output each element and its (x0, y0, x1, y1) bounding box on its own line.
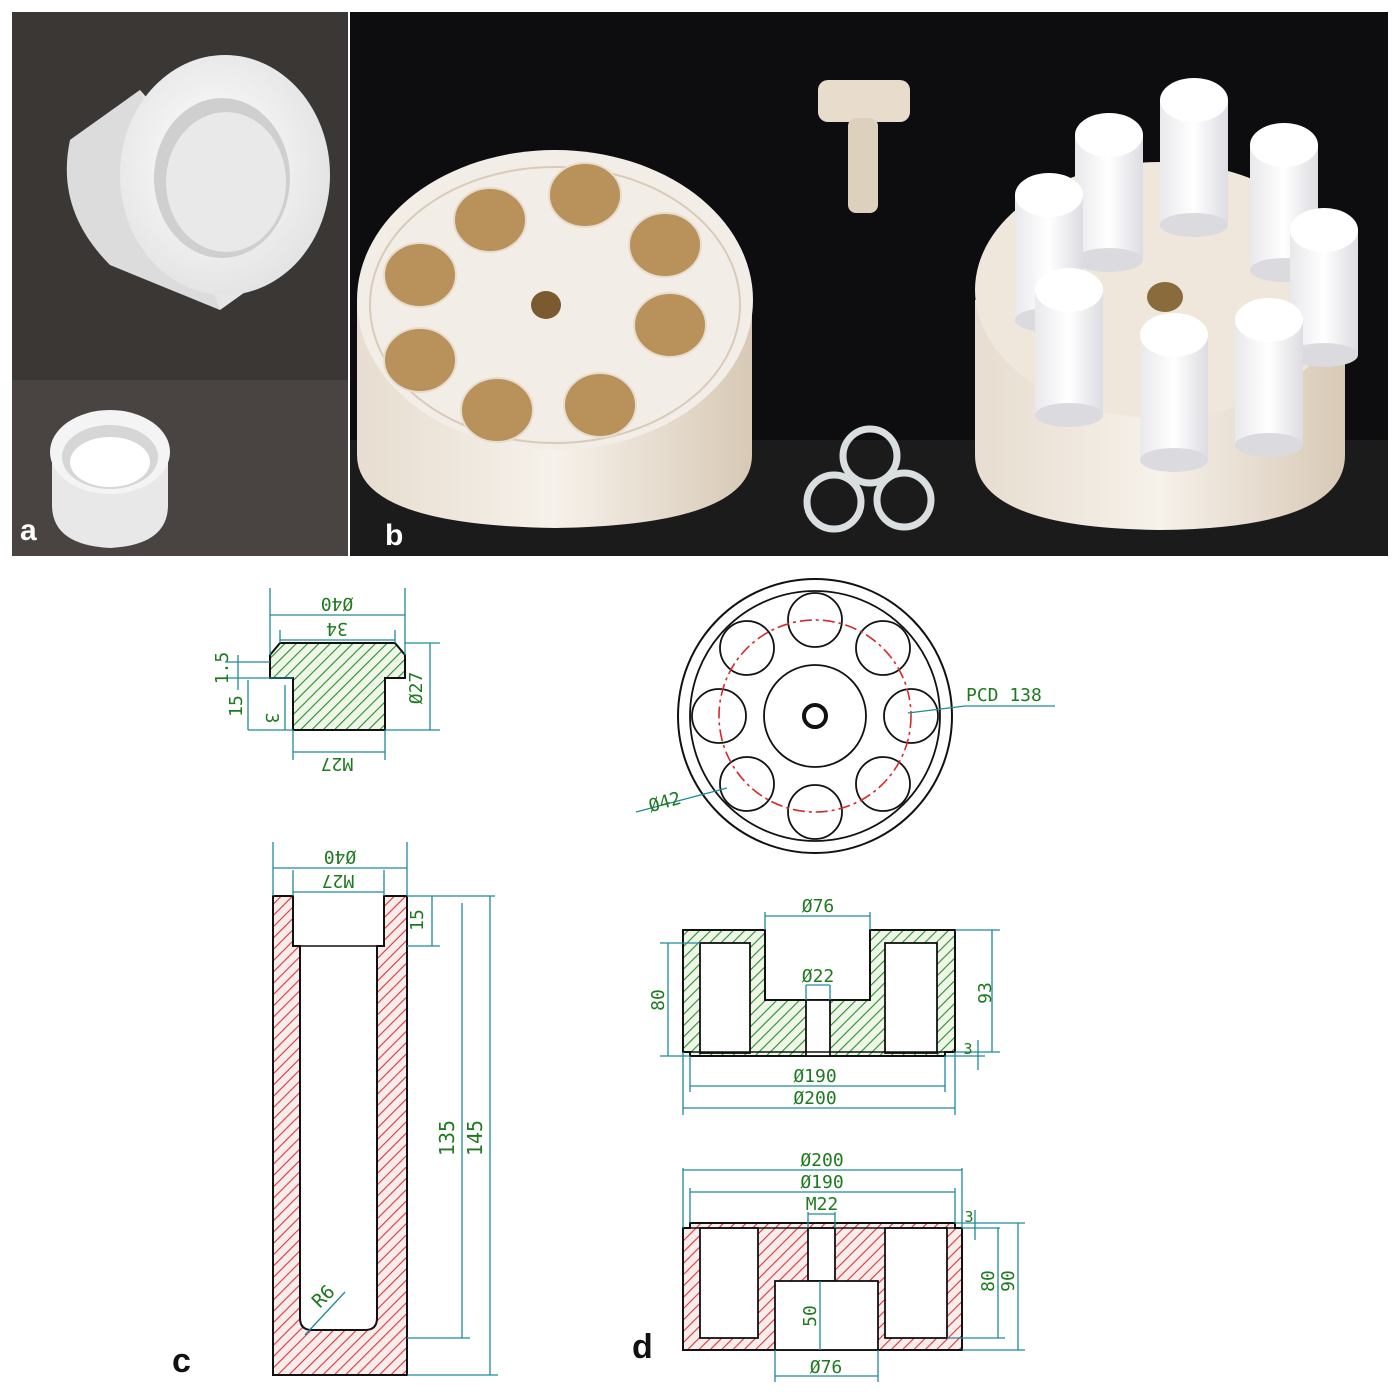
holder-dim-hole: Ø42 (646, 788, 683, 817)
sample-holder-empty (357, 150, 753, 528)
lower-dimension-lines (682, 1168, 1025, 1382)
panel-label-a: a (20, 514, 37, 547)
drawing-tube: Ø40 M27 15 135 145 R6 c (172, 842, 498, 1380)
sample-pegs (1015, 78, 1358, 472)
o-rings (803, 425, 935, 533)
lower-dim-recess: Ø76 (810, 1357, 843, 1378)
pitch-circle (718, 619, 912, 813)
holder-wells (691, 592, 939, 840)
lower-dim-thread: M22 (806, 1194, 839, 1215)
tube-dim-thread-depth: 15 (407, 909, 428, 931)
cap-dim-flange: 34 (326, 618, 348, 639)
cap-dim-total-height: 15 (226, 695, 247, 717)
lower-dim-step: 3 (964, 1208, 973, 1226)
tube-dim-outer: Ø40 (324, 846, 357, 867)
cap-dimension-lines (225, 588, 440, 760)
ptfe-cap (50, 410, 170, 548)
tube-dim-inner-height: 135 (435, 1120, 459, 1156)
panel-label-c: c (172, 1342, 191, 1380)
photo-a: a (12, 12, 348, 556)
upper-dimension-lines (660, 912, 1000, 1115)
panel-label-b: b (385, 519, 403, 552)
upper-dim-inner: Ø190 (793, 1066, 836, 1087)
photo-b: b (350, 12, 1388, 556)
tube-dim-radius: R6 (308, 1281, 340, 1313)
cap-dim-step: 3 (261, 713, 282, 724)
lower-dim-mid-height: 80 (978, 1270, 999, 1292)
upper-dim-recess: Ø76 (802, 896, 835, 917)
cap-dim-flange-height: 1.5 (212, 652, 233, 685)
holder-dim-pcd: PCD 138 (966, 685, 1042, 706)
tube-dim-thread: M27 (322, 870, 355, 891)
upper-dim-center: Ø22 (802, 966, 835, 987)
panel-label-d: d (632, 1328, 653, 1366)
upper-dim-right-height: 93 (975, 982, 996, 1004)
tube-dimension-lines (272, 842, 498, 1376)
upper-dim-outer: Ø200 (793, 1088, 836, 1109)
tube-dim-total-height: 145 (463, 1120, 487, 1156)
lower-dim-recess-height: 50 (800, 1305, 821, 1327)
cap-dim-outer: Ø40 (321, 593, 354, 614)
t-key (818, 80, 910, 213)
sample-holder-loaded (975, 78, 1358, 530)
lower-dim-total-height: 90 (998, 1270, 1019, 1292)
lower-dim-inner: Ø190 (800, 1172, 843, 1193)
cap-dim-thread: M27 (321, 753, 354, 774)
upper-dim-step: 3 (963, 1040, 972, 1058)
lower-dim-outer: Ø200 (800, 1150, 843, 1171)
ptfe-tube (66, 55, 330, 310)
drawing-holder-top-view: PCD 138 Ø42 (635, 578, 1055, 854)
upper-dim-left-height: 80 (648, 989, 669, 1011)
drawing-holder-upper-section: Ø76 Ø22 80 93 3 Ø190 Ø200 (648, 896, 1000, 1115)
cap-dim-side: Ø27 (406, 672, 427, 705)
sample-wells (383, 162, 707, 443)
drawing-cap: Ø40 34 M27 Ø27 1.5 15 3 (212, 588, 440, 774)
drawing-holder-lower-section: Ø200 Ø190 M22 3 80 90 50 Ø76 d (632, 1150, 1025, 1382)
